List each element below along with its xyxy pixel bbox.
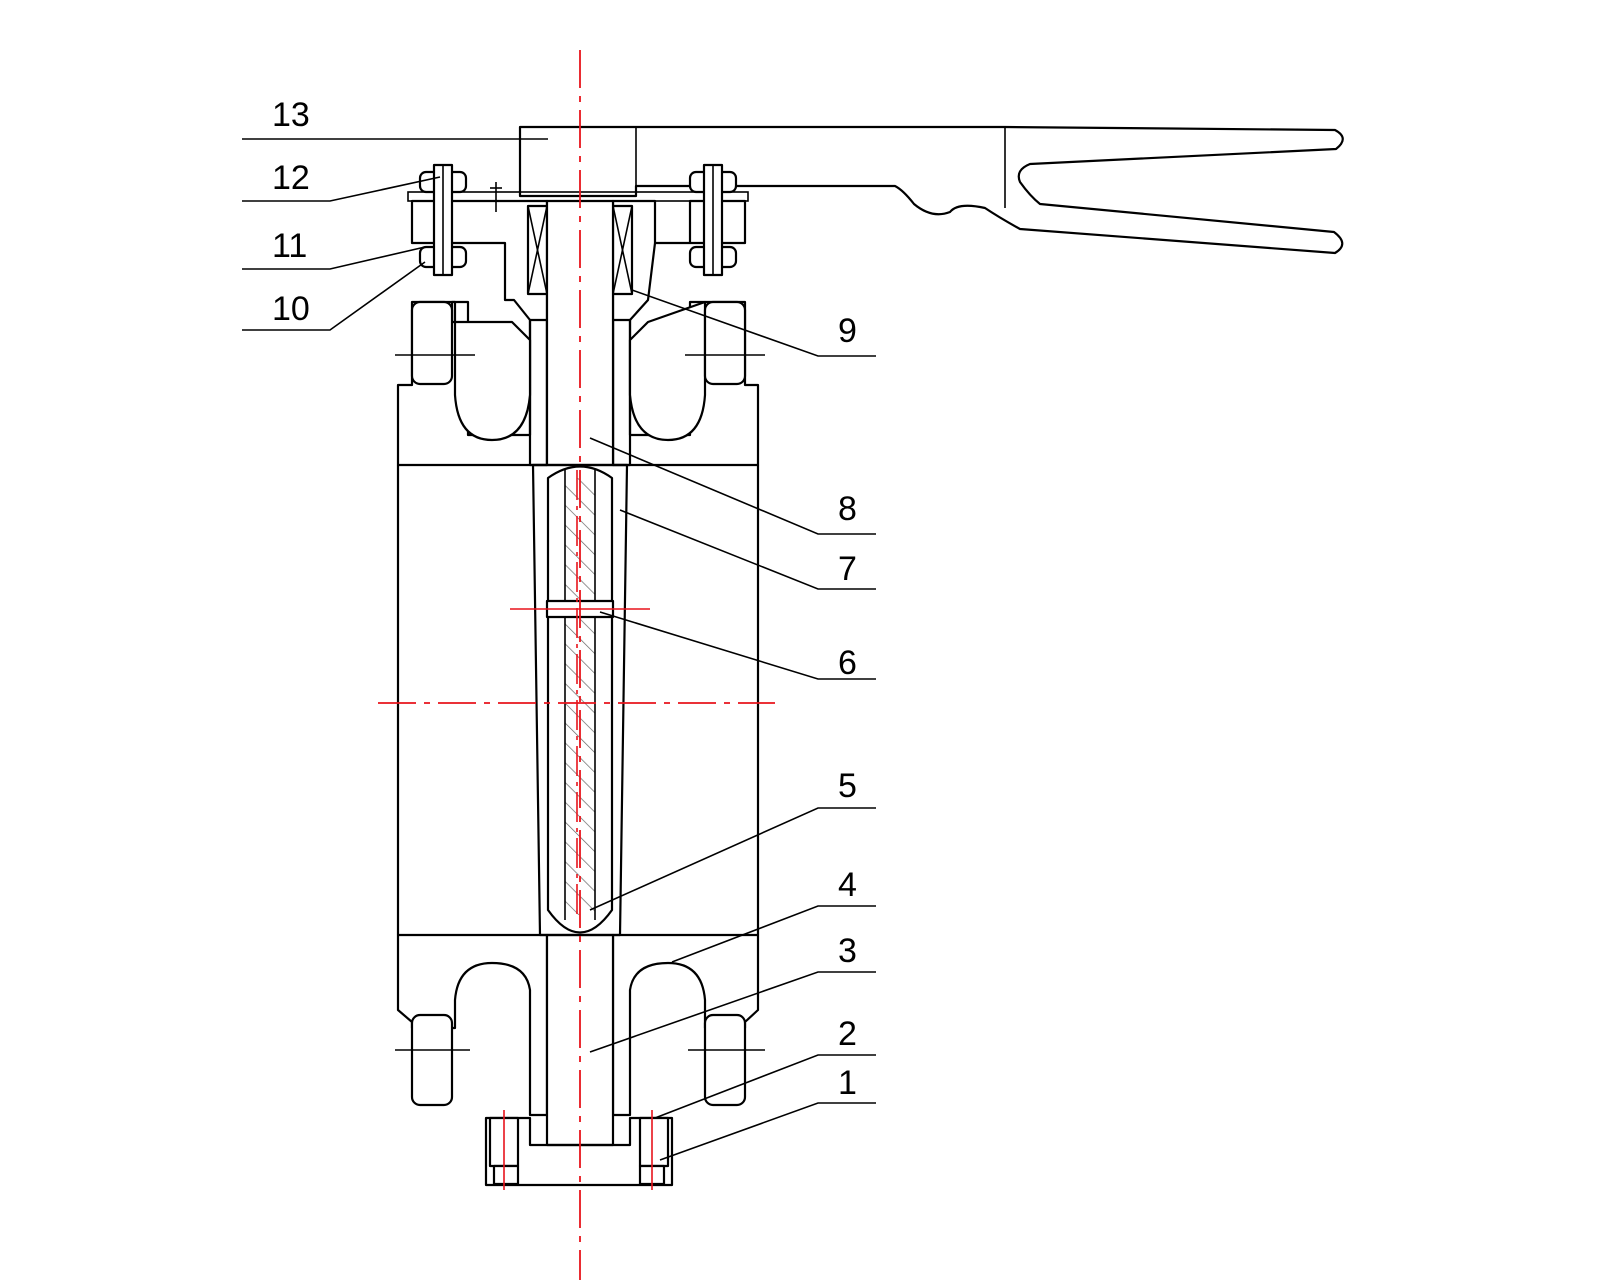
- label-3: 3: [838, 932, 857, 970]
- label-8: 8: [838, 490, 857, 528]
- label-10: 10: [272, 290, 310, 328]
- label-11: 11: [272, 227, 307, 265]
- label-9: 9: [838, 312, 857, 350]
- label-4: 4: [838, 866, 857, 904]
- part-callouts: 13 12 11 10 9 8 7 6 5 4 3 2 1: [242, 96, 876, 1161]
- label-7: 7: [838, 550, 857, 588]
- left-bolt-assembly: [418, 163, 468, 277]
- label-2: 2: [838, 1015, 857, 1053]
- valve-body: [395, 300, 765, 1117]
- label-13: 13: [272, 96, 310, 134]
- right-bolt-assembly: [688, 163, 738, 277]
- label-6: 6: [838, 644, 857, 682]
- centerlines: [378, 50, 775, 1280]
- key-mark: [490, 182, 502, 212]
- label-5: 5: [838, 767, 857, 805]
- handle: [518, 125, 1344, 255]
- label-12: 12: [272, 159, 310, 197]
- label-1: 1: [838, 1064, 857, 1102]
